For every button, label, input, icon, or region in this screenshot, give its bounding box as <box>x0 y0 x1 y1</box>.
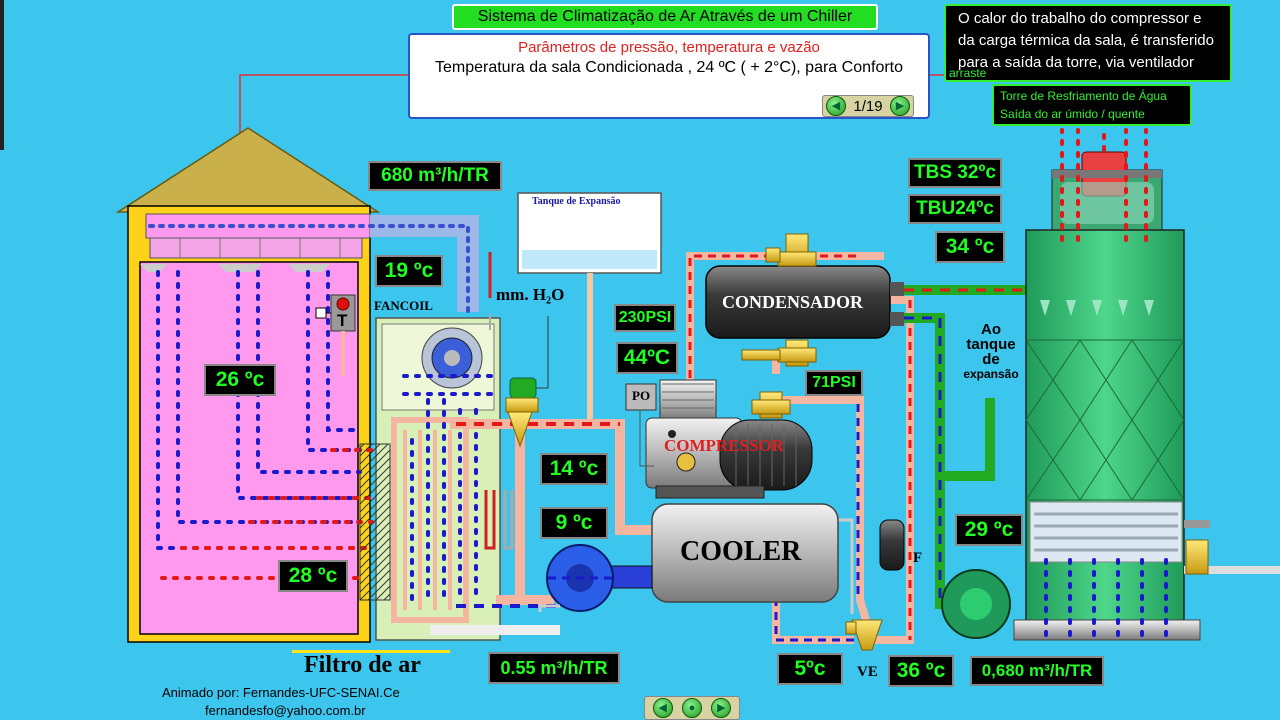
arrow-left-icon[interactable]: ◀ <box>652 698 673 718</box>
tower-label: Torre de Resfriamento de Água Saída do a… <box>992 84 1192 126</box>
cooler-label: COOLER <box>680 536 802 567</box>
to-tank-line3: de <box>982 351 1000 368</box>
condenser-label: CONDENSADOR <box>722 292 864 312</box>
filter-label: F <box>913 550 923 566</box>
to-expansion-tank-label: Ao tanque de expansão <box>950 322 1032 382</box>
page-indicator: 1/19 <box>853 97 883 115</box>
ve-label: VE <box>857 664 878 680</box>
expansion-tank-label: Tanque de Expansão <box>532 196 621 207</box>
parameter-heading: Parâmetros de pressão, temperatura e vaz… <box>518 39 820 56</box>
low-pressure-readout: 71PSI <box>805 370 863 396</box>
high-pressure-readout: 230PSI <box>614 304 676 332</box>
credit-email: fernandesfo@yahoo.com.br <box>205 703 366 718</box>
tower-fan <box>941 569 1011 639</box>
compressor-label: COMPRESSOR <box>664 436 784 455</box>
mm-h2o-label: mm. H₂O <box>496 285 565 304</box>
tbs-readout: TBS 32ºc <box>908 158 1002 188</box>
tower-outlet-temp-readout: 29 ºc <box>955 514 1023 546</box>
air-filter-underline <box>292 650 450 653</box>
page-title: Sistema de Climatização de Ar Através de… <box>452 4 878 30</box>
tower-label-line1: Torre de Resfriamento de Água <box>1000 89 1167 103</box>
cooling-tower <box>1013 151 1280 641</box>
compressor <box>625 379 813 499</box>
fancoil-unit <box>359 317 514 641</box>
tower-flow-readout: 0,680 m³/h/TR <box>970 656 1104 686</box>
airflow-readout: 680 m³/h/TR <box>368 161 502 191</box>
arrow-right-icon[interactable]: ▶ <box>711 698 732 718</box>
tower-label-line2: Saída do ar úmido / quente <box>1000 107 1145 121</box>
solenoid-valve[interactable] <box>505 316 549 448</box>
credit-author: Animado por: Fernandes-UFC-SENAI.Ce <box>162 685 400 700</box>
po-label: PO <box>632 388 651 403</box>
air-filter-label: Filtro de ar <box>304 652 421 678</box>
fancoil-label: FANCOIL <box>374 298 433 313</box>
tbu-readout: TBU24ºc <box>908 194 1002 224</box>
expansion-tank <box>517 192 662 420</box>
thermostat[interactable] <box>315 294 356 376</box>
water-flow-readout: 0.55 m³/h/TR <box>488 652 620 684</box>
suction-temp-readout: 14 ºc <box>540 453 608 485</box>
home-icon[interactable]: ● <box>681 698 702 718</box>
bottom-navigator: ◀ ● ▶ <box>644 696 740 720</box>
drag-hint[interactable]: arraste <box>949 66 987 80</box>
thermostat-label: T <box>337 311 348 330</box>
info-panel: O calor do trabalho do compressor e da c… <box>944 4 1232 82</box>
chilled-water-temp-readout: 9 ºc <box>540 507 608 539</box>
chilled-water-pump <box>546 544 653 612</box>
return-temp-readout: 28 ºc <box>278 560 348 592</box>
page-navigator: ◀ 1/19 ▶ <box>822 95 914 117</box>
parameter-text: Temperatura da sala Condicionada , 24 ºC… <box>434 59 904 76</box>
arrow-left-icon[interactable]: ◀ <box>826 96 846 116</box>
to-tank-line4: expansão <box>963 367 1019 381</box>
supply-temp-readout: 19 ºc <box>375 255 443 287</box>
tower-inlet-temp-readout: 34 ºc <box>935 231 1005 263</box>
liquid-line-filter <box>879 519 905 571</box>
cooler-evaporator <box>651 503 839 603</box>
to-tank-line1: Ao <box>981 321 1001 338</box>
room-temp-readout: 26 ºc <box>204 364 276 396</box>
condensing-temp-readout: 44ºC <box>616 342 678 374</box>
arrow-right-icon[interactable]: ▶ <box>889 96 910 116</box>
expansion-valve[interactable] <box>845 619 883 651</box>
liquid-temp-readout: 36 ºc <box>888 655 954 687</box>
ve-temp-readout: 5ºc <box>777 653 843 685</box>
to-tank-line2: tanque <box>966 336 1016 353</box>
